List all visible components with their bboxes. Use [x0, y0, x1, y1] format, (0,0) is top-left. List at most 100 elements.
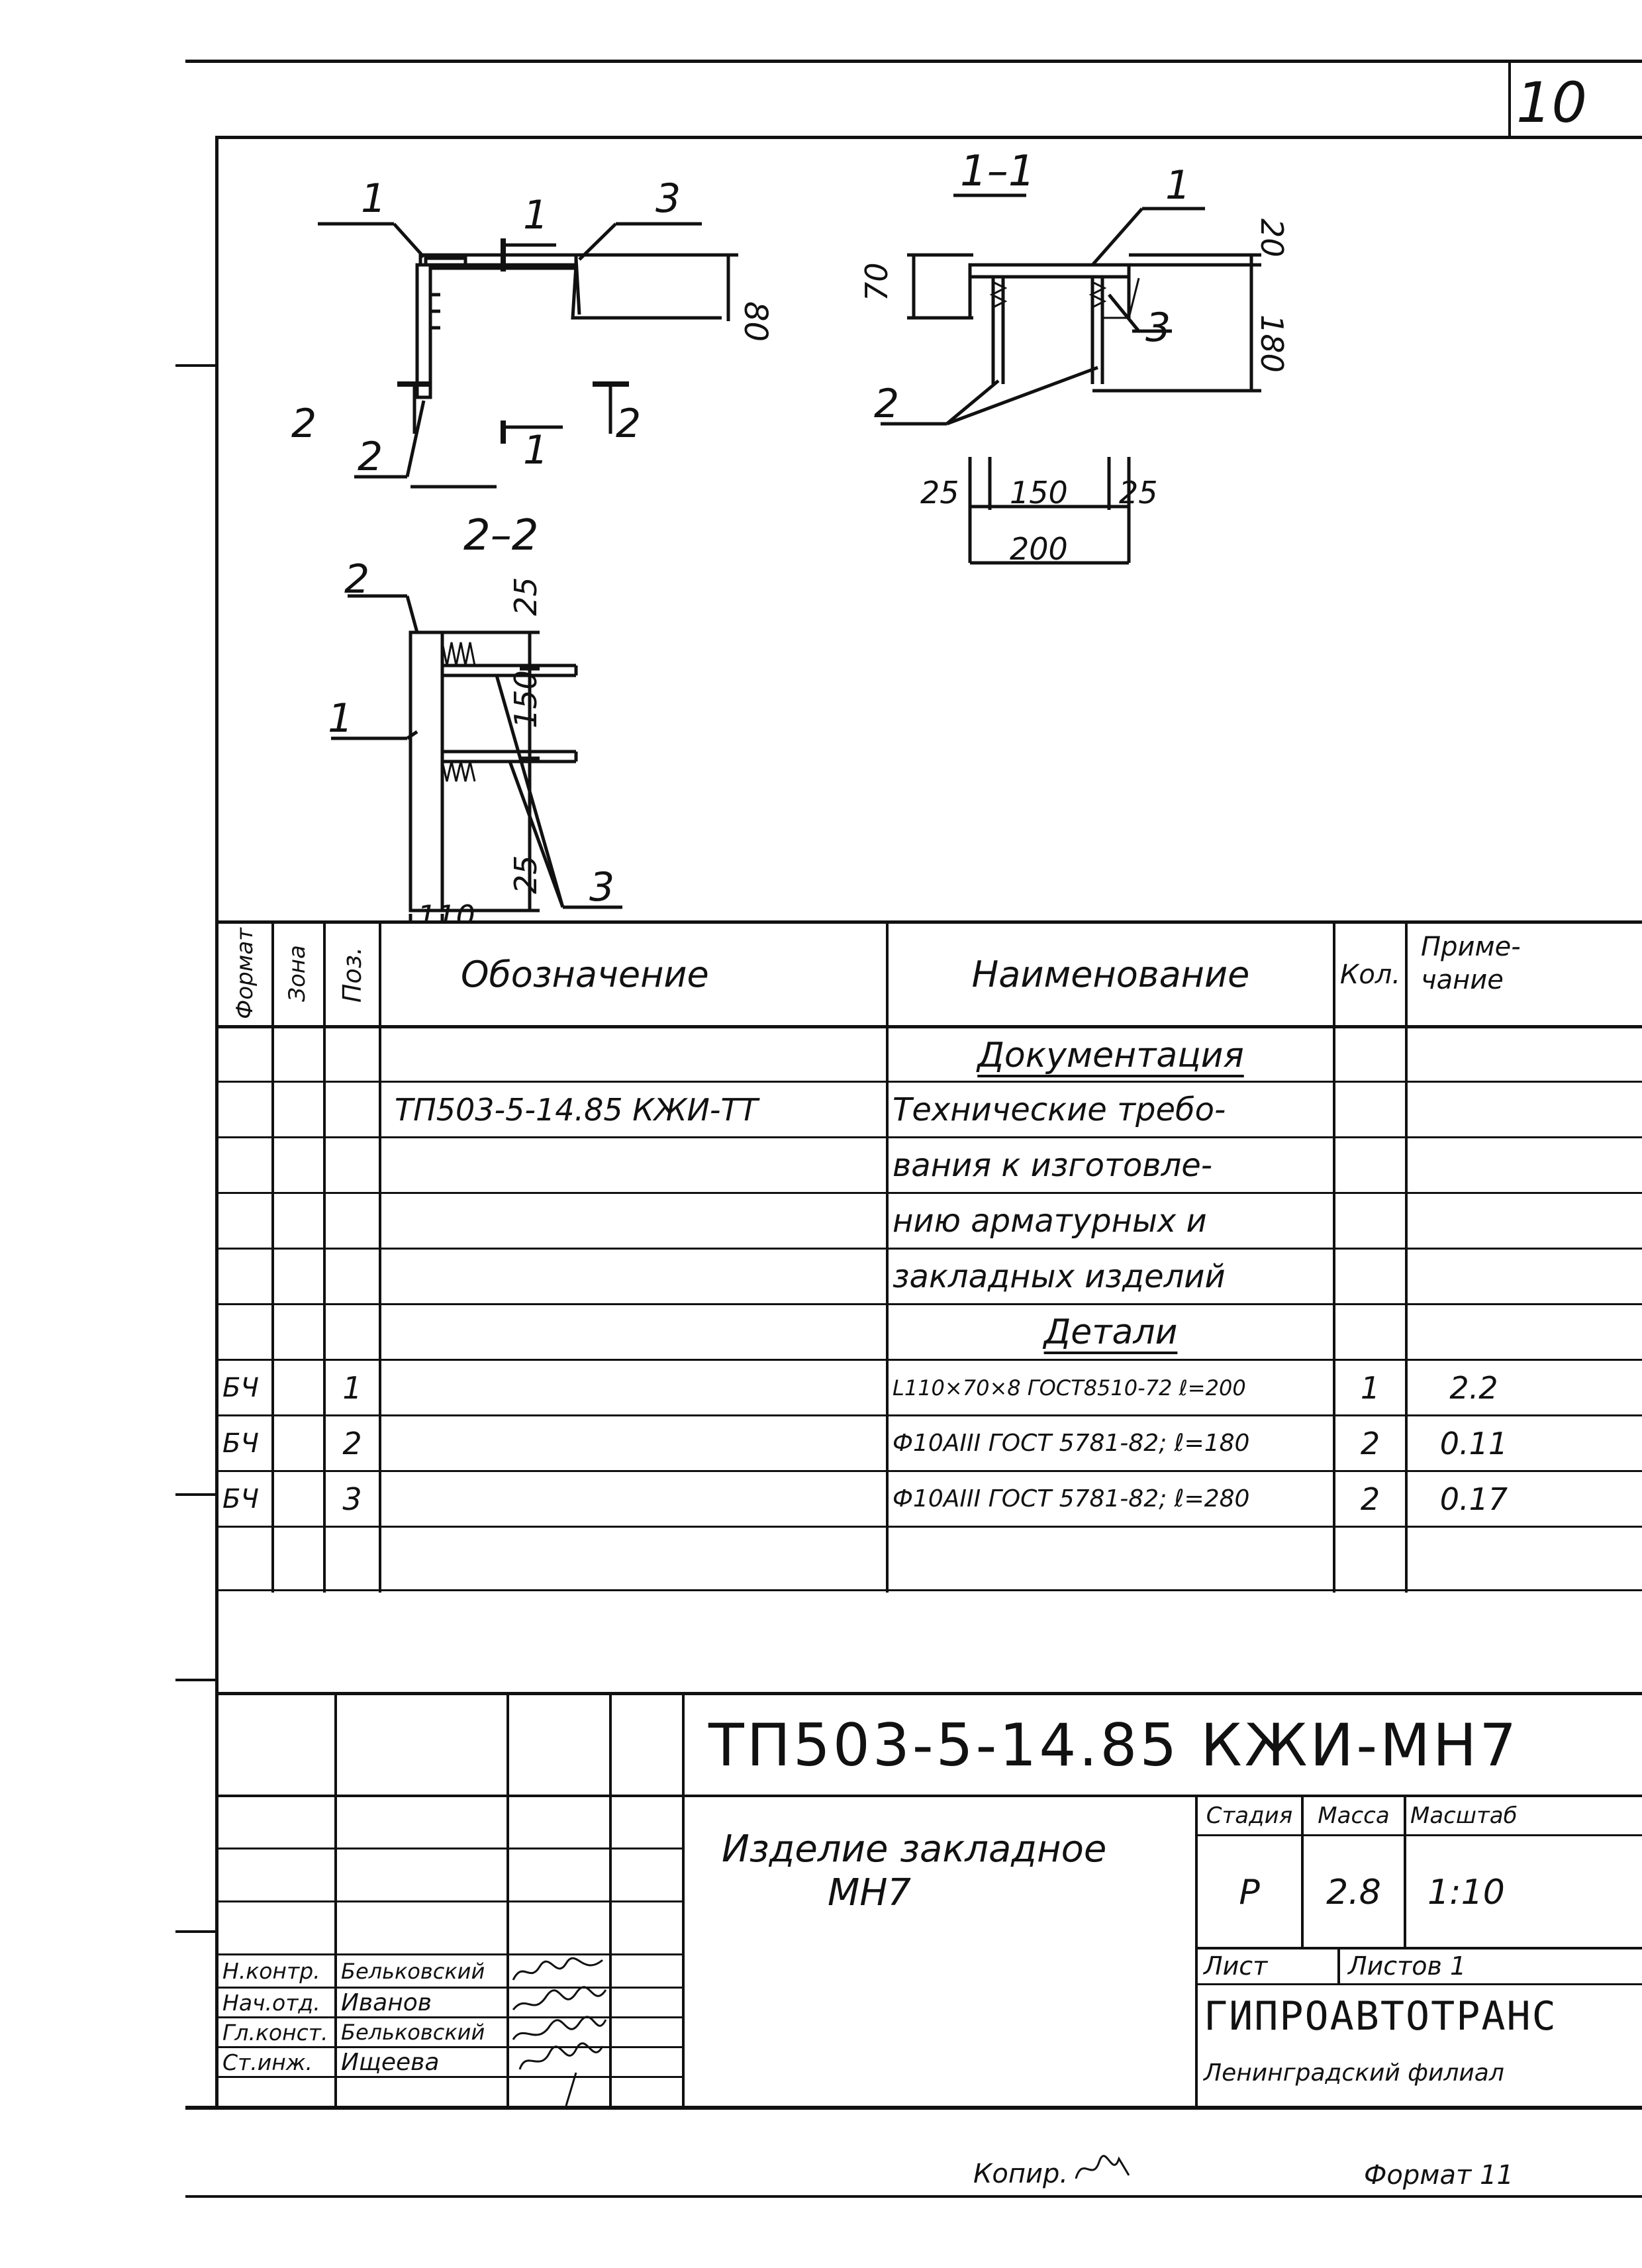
copyist-initials	[1075, 2155, 1130, 2179]
tb-row	[215, 1953, 682, 1955]
row-line	[215, 1414, 1642, 1416]
main-callout-3: 3	[655, 175, 681, 222]
tb-col	[1404, 1795, 1406, 1947]
row-section-documentation: Документация	[977, 1035, 1244, 1075]
row-pos: 3	[342, 1481, 362, 1517]
row-line	[215, 1248, 1642, 1250]
header-format: Формат	[232, 928, 258, 1019]
row-name: L110×70×8 ГОСТ8510-72 ℓ=200	[893, 1375, 1246, 1401]
main-cut-2: 2	[616, 401, 641, 447]
sheets-label: Листов 1	[1348, 1951, 1467, 1981]
header-qty: Кол.	[1339, 959, 1401, 990]
document-code: ТП503-5-14.85 КЖИ-МН7	[708, 1710, 1520, 1779]
tb-row	[1195, 1983, 1642, 1985]
tb-col	[1195, 1795, 1198, 2106]
spec-header-bottom	[215, 1025, 1642, 1028]
s11-dim-25a: 25	[920, 475, 959, 511]
row-name: Ф10АIII ГОСТ 5781-82; ℓ=280	[893, 1485, 1250, 1512]
section-2-2-title: 2–2	[463, 511, 538, 560]
scale-label: Масштаб	[1410, 1802, 1518, 1829]
tb-row	[1195, 1947, 1642, 1949]
main-cut-1-top: 1	[523, 192, 548, 238]
margin-tick	[175, 1679, 215, 1681]
main-callout-2b: 2	[358, 434, 383, 480]
section-1-1-title: 1–1	[960, 147, 1035, 196]
sign-role: Нач.отд.	[222, 1989, 320, 2016]
org-branch: Ленинградский филиал	[1204, 2059, 1504, 2087]
spec-col-line	[323, 920, 326, 1593]
drawing-views: 1 3 2 2 1 1 2 80 1–1 1 3 2 70 20 180 25 …	[291, 147, 1290, 920]
row-note: 0.17	[1439, 1481, 1508, 1517]
sign-name: Бельковский	[341, 2020, 485, 2045]
tb-row	[1195, 1834, 1642, 1836]
row-format: БЧ	[222, 1483, 259, 1514]
tb-row	[215, 2076, 682, 2078]
stage-value: Р	[1239, 1872, 1260, 1912]
page-number-box-left	[1508, 63, 1511, 139]
s11-dim-150: 150	[1010, 475, 1068, 511]
row-line	[215, 1470, 1642, 1472]
row-line	[215, 1303, 1642, 1305]
bottom-rule	[185, 2195, 1642, 2198]
tb-row	[215, 1848, 682, 1849]
spec-col-line	[379, 920, 381, 1593]
row-name: вания к изготовле-	[893, 1146, 1213, 1184]
s11-dim-20: 20	[1254, 219, 1290, 258]
frame-left	[215, 136, 218, 2109]
row-pos: 2	[342, 1425, 362, 1461]
margin-tick	[175, 1493, 215, 1496]
sign-role: Гл.конст.	[222, 2019, 328, 2046]
item-title-line1: Изделие закладное	[722, 1828, 1107, 1871]
margin-tick	[175, 1930, 215, 1933]
row-name: закладных изделий	[893, 1257, 1226, 1295]
header-pos: Поз.	[338, 946, 367, 1003]
sign-name: Ищеева	[341, 2048, 440, 2076]
s22-callout-2: 2	[344, 556, 369, 603]
tb-col	[507, 1692, 509, 2106]
title-block-top	[215, 1692, 1642, 1695]
row-qty: 2	[1360, 1481, 1380, 1517]
s11-dim-200: 200	[1010, 531, 1068, 567]
row-qty: 2	[1360, 1425, 1380, 1461]
s22-callout-1: 1	[328, 695, 353, 742]
sheet-label: Лист	[1204, 1951, 1268, 1981]
s22-dim-150: 150	[508, 670, 544, 728]
sign-role: Ст.инж.	[222, 2049, 313, 2075]
header-note-line2: чание	[1421, 965, 1504, 995]
tb-row	[215, 2046, 682, 2048]
mass-value: 2.8	[1326, 1872, 1381, 1912]
row-note: 2.2	[1449, 1369, 1498, 1406]
sign-role: Н.контр.	[222, 1958, 320, 1984]
tb-row	[215, 1900, 682, 1902]
bottom-right-note: Формат 11	[1364, 2160, 1514, 2191]
s11-callout-3: 3	[1145, 305, 1171, 351]
row-pos: 1	[342, 1369, 362, 1406]
sign-name: Бельковский	[341, 1958, 485, 1984]
header-designation: Обозначение	[461, 954, 709, 995]
frame-bottom	[185, 2106, 1642, 2110]
row-qty: 1	[1360, 1369, 1380, 1406]
row-name: Технические требо-	[893, 1091, 1226, 1128]
header-zone: Зона	[284, 945, 311, 1002]
s11-callout-2: 2	[874, 381, 899, 427]
tb-col	[334, 1692, 337, 2106]
row-line	[215, 1192, 1642, 1194]
row-line	[215, 1081, 1642, 1083]
s22-callout-3: 3	[589, 864, 614, 911]
sign-name: Иванов	[341, 1989, 432, 2016]
header-note-line1: Приме-	[1421, 932, 1521, 962]
mass-label: Масса	[1318, 1802, 1390, 1829]
s22-dim-25b: 25	[508, 855, 544, 894]
tb-row	[215, 2016, 682, 2018]
main-cut-1-bottom: 1	[523, 427, 548, 473]
row-note: 0.11	[1439, 1425, 1508, 1461]
org-name: ГИПРОАВТОТРАНС	[1204, 1993, 1557, 2040]
tb-row	[215, 1795, 1642, 1797]
header-note: Приме- чание	[1408, 930, 1642, 997]
top-border-line	[185, 60, 1642, 63]
s11-dim-180: 180	[1254, 315, 1290, 373]
s11-dim-25b: 25	[1119, 475, 1158, 511]
spec-col-line	[1333, 920, 1335, 1593]
spec-col-line	[271, 920, 274, 1593]
tb-row	[215, 1987, 682, 1989]
